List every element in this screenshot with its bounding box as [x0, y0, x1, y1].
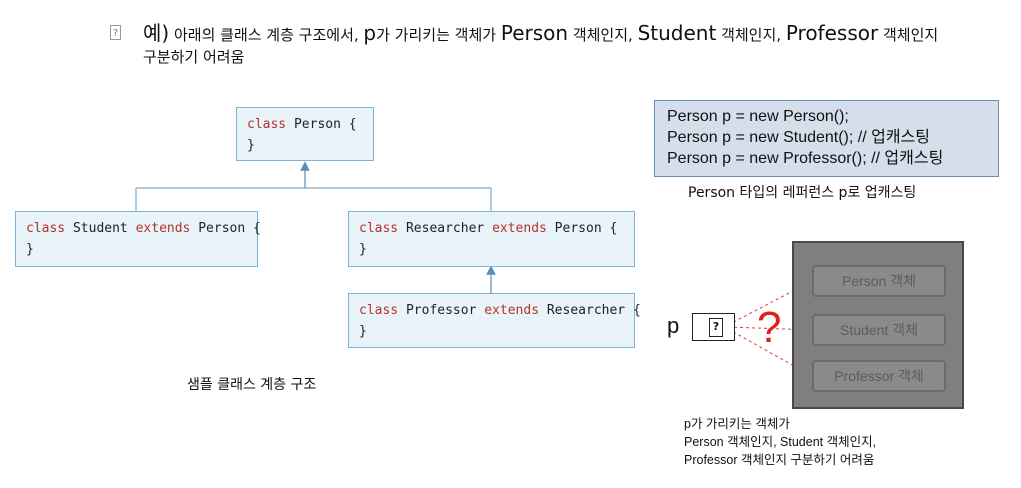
- professor-class-box: class Professor extends Researcher { }: [348, 293, 641, 348]
- declaration-line: Person p = new Student(); // 업캐스팅: [667, 129, 930, 146]
- headline-student: Student: [637, 21, 717, 45]
- pointer-label: p: [667, 313, 680, 338]
- bullet-icon: ?: [110, 25, 121, 40]
- class-name: Professor: [398, 303, 485, 318]
- parent-class: Person {: [190, 221, 261, 236]
- keyword: class: [26, 221, 66, 236]
- person-object: Person 객체: [812, 265, 946, 297]
- extends-keyword: extends: [492, 221, 547, 236]
- closing-brace: }: [359, 242, 367, 257]
- student-object: Student 객체: [812, 314, 946, 346]
- professor-object: Professor 객체: [812, 360, 946, 392]
- declarations-caption: Person 타입의 레퍼런스 p로 업캐스팅: [688, 185, 917, 201]
- researcher-class-box: class Researcher extends Person { }: [348, 211, 635, 267]
- headline-text-2: 가 가리키는 객체가: [376, 26, 501, 44]
- keyword: class: [247, 117, 287, 132]
- student-class-box: class Student extends Person { }: [15, 211, 261, 267]
- keyword: class: [359, 221, 399, 236]
- headline-p: p: [363, 21, 377, 45]
- headline-obj-1: 객체인지,: [568, 26, 638, 44]
- closing-brace: }: [26, 242, 34, 257]
- headline-prefix: 예): [143, 21, 170, 45]
- headline-line-2: 구분하기 어려움: [143, 48, 245, 66]
- headline-professor: Professor: [785, 21, 879, 45]
- headline-person: Person: [500, 21, 569, 45]
- headline-obj-3: 객체인지: [878, 26, 939, 44]
- heap-caption-line: p가 가리키는 객체가: [684, 417, 790, 431]
- heap-caption: p가 가리키는 객체가 Person 객체인지, Student 객체인지, P…: [684, 415, 876, 469]
- heap-caption-line: Person 객체인지, Student 객체인지,: [684, 435, 877, 449]
- heap-caption-line: Professor 객체인지 구분하기 어려움: [684, 453, 875, 467]
- extends-keyword: extends: [135, 221, 191, 236]
- headline-obj-2: 객체인지,: [716, 26, 786, 44]
- keyword: class: [359, 303, 399, 318]
- class-name: Student: [65, 221, 136, 236]
- closing-brace: }: [247, 138, 255, 153]
- parent-class: Researcher {: [539, 303, 641, 318]
- person-class-box: class Person { }: [236, 107, 374, 161]
- pointer-mark: ?: [709, 318, 723, 337]
- declaration-line: Person p = new Person();: [667, 108, 849, 125]
- declaration-line: Person p = new Professor(); // 업캐스팅: [667, 150, 944, 167]
- parent-class: Person {: [546, 221, 618, 236]
- class-name: Researcher: [398, 221, 493, 236]
- pointer-line-student: [727, 326, 813, 331]
- question-mark: ?: [757, 303, 782, 352]
- extends-keyword: extends: [484, 303, 540, 318]
- hierarchy-caption: 샘플 클래스 계층 구조: [187, 377, 317, 393]
- class-decl: Person {: [286, 117, 357, 132]
- headline-text-1: 아래의 클래스 계층 구조에서,: [169, 26, 364, 44]
- closing-brace: }: [359, 324, 367, 339]
- declarations-box: Person p = new Person(); Person p = new …: [654, 100, 999, 177]
- headline: 예) 아래의 클래스 계층 구조에서, p가 가리키는 객체가 Person 객…: [143, 20, 1003, 48]
